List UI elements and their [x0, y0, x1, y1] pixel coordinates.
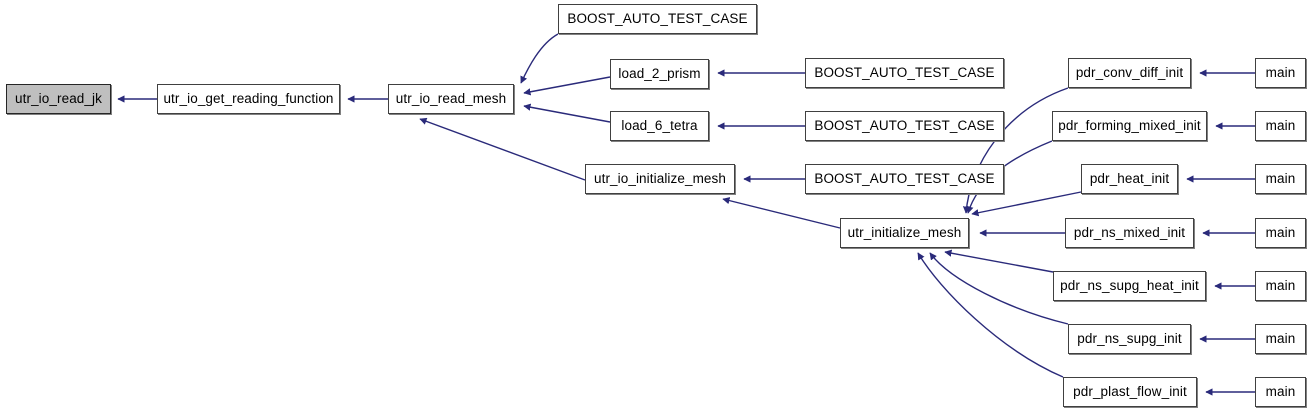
node-pdr_ns_supg_init[interactable]: pdr_ns_supg_init	[1068, 324, 1191, 354]
node-main_2[interactable]: main	[1255, 111, 1306, 141]
node-label-pdr_ns_supg_heat_init: pdr_ns_supg_heat_init	[1060, 278, 1199, 294]
node-label-main_7: main	[1265, 384, 1296, 400]
node-pdr_forming_mixed_init[interactable]: pdr_forming_mixed_init	[1052, 111, 1207, 141]
edge-utr_initialize_mesh-to-utr_io_initialize_mesh	[722, 197, 841, 229]
node-label-boost_tetra: BOOST_AUTO_TEST_CASE	[814, 118, 995, 134]
node-main_5[interactable]: main	[1255, 271, 1306, 301]
node-label-pdr_plast_flow_init: pdr_plast_flow_init	[1073, 384, 1187, 400]
node-label-utr_initialize_mesh: utr_initialize_mesh	[847, 225, 962, 241]
node-main_3[interactable]: main	[1255, 164, 1306, 194]
edge-boost_top-to-utr_io_read_mesh	[520, 33, 559, 84]
node-label-utr_io_get_reading_function: utr_io_get_reading_function	[163, 91, 334, 107]
node-label-utr_io_initialize_mesh: utr_io_initialize_mesh	[593, 171, 727, 187]
edge-load_2_prism-to-utr_io_read_mesh	[523, 76, 611, 96]
node-pdr_ns_mixed_init[interactable]: pdr_ns_mixed_init	[1065, 218, 1194, 248]
edge-pdr_ns_supg_init-to-utr_initialize_mesh	[929, 252, 1069, 325]
node-label-main_6: main	[1265, 331, 1296, 347]
node-label-main_4: main	[1265, 225, 1296, 241]
node-label-pdr_forming_mixed_init: pdr_forming_mixed_init	[1058, 118, 1201, 134]
node-pdr_plast_flow_init[interactable]: pdr_plast_flow_init	[1063, 377, 1197, 407]
node-boost_init[interactable]: BOOST_AUTO_TEST_CASE	[805, 164, 1004, 194]
edge-pdr_ns_supg_heat_init-to-utr_initialize_mesh	[944, 249, 1054, 273]
node-label-main_2: main	[1265, 118, 1296, 134]
node-main_6[interactable]: main	[1255, 324, 1306, 354]
node-boost_tetra[interactable]: BOOST_AUTO_TEST_CASE	[805, 111, 1004, 141]
node-boost_prism[interactable]: BOOST_AUTO_TEST_CASE	[805, 58, 1004, 88]
node-label-boost_init: BOOST_AUTO_TEST_CASE	[814, 171, 995, 187]
node-label-pdr_ns_mixed_init: pdr_ns_mixed_init	[1073, 225, 1186, 241]
node-label-pdr_conv_diff_init: pdr_conv_diff_init	[1075, 65, 1184, 81]
node-load_6_tetra[interactable]: load_6_tetra	[610, 111, 709, 141]
node-boost_top[interactable]: BOOST_AUTO_TEST_CASE	[558, 4, 757, 34]
node-main_4[interactable]: main	[1255, 218, 1306, 248]
node-label-boost_prism: BOOST_AUTO_TEST_CASE	[814, 65, 995, 81]
node-label-pdr_heat_init: pdr_heat_init	[1089, 171, 1170, 187]
node-label-utr_io_read_mesh: utr_io_read_mesh	[395, 91, 507, 107]
node-label-load_6_tetra: load_6_tetra	[621, 118, 698, 134]
node-utr_io_read_jk[interactable]: utr_io_read_jk	[6, 84, 111, 114]
node-label-main_5: main	[1265, 278, 1296, 294]
edge-pdr_conv_diff_init-to-utr_initialize_mesh	[962, 87, 1069, 214]
node-label-main_3: main	[1265, 171, 1296, 187]
node-utr_initialize_mesh[interactable]: utr_initialize_mesh	[840, 218, 969, 248]
node-label-utr_io_read_jk: utr_io_read_jk	[15, 91, 102, 107]
node-label-load_2_prism: load_2_prism	[618, 66, 701, 82]
edge-utr_io_initialize_mesh-to-utr_io_read_mesh	[419, 117, 586, 181]
node-main_1[interactable]: main	[1255, 58, 1306, 88]
edge-load_6_tetra-to-utr_io_read_mesh	[523, 103, 611, 123]
node-load_2_prism[interactable]: load_2_prism	[610, 59, 709, 89]
node-utr_io_initialize_mesh[interactable]: utr_io_initialize_mesh	[585, 164, 735, 194]
node-utr_io_get_reading_function[interactable]: utr_io_get_reading_function	[157, 84, 340, 114]
node-pdr_heat_init[interactable]: pdr_heat_init	[1081, 164, 1178, 194]
node-pdr_conv_diff_init[interactable]: pdr_conv_diff_init	[1068, 58, 1191, 88]
node-label-pdr_ns_supg_init: pdr_ns_supg_init	[1077, 331, 1182, 347]
edge-pdr_heat_init-to-utr_initialize_mesh	[971, 191, 1082, 217]
node-label-boost_top: BOOST_AUTO_TEST_CASE	[567, 11, 748, 27]
node-pdr_ns_supg_heat_init[interactable]: pdr_ns_supg_heat_init	[1053, 271, 1206, 301]
node-main_7[interactable]: main	[1255, 377, 1306, 407]
node-utr_io_read_mesh[interactable]: utr_io_read_mesh	[388, 84, 514, 114]
node-label-main_1: main	[1265, 65, 1296, 81]
edge-pdr_plast_flow_init-to-utr_initialize_mesh	[917, 252, 1064, 378]
